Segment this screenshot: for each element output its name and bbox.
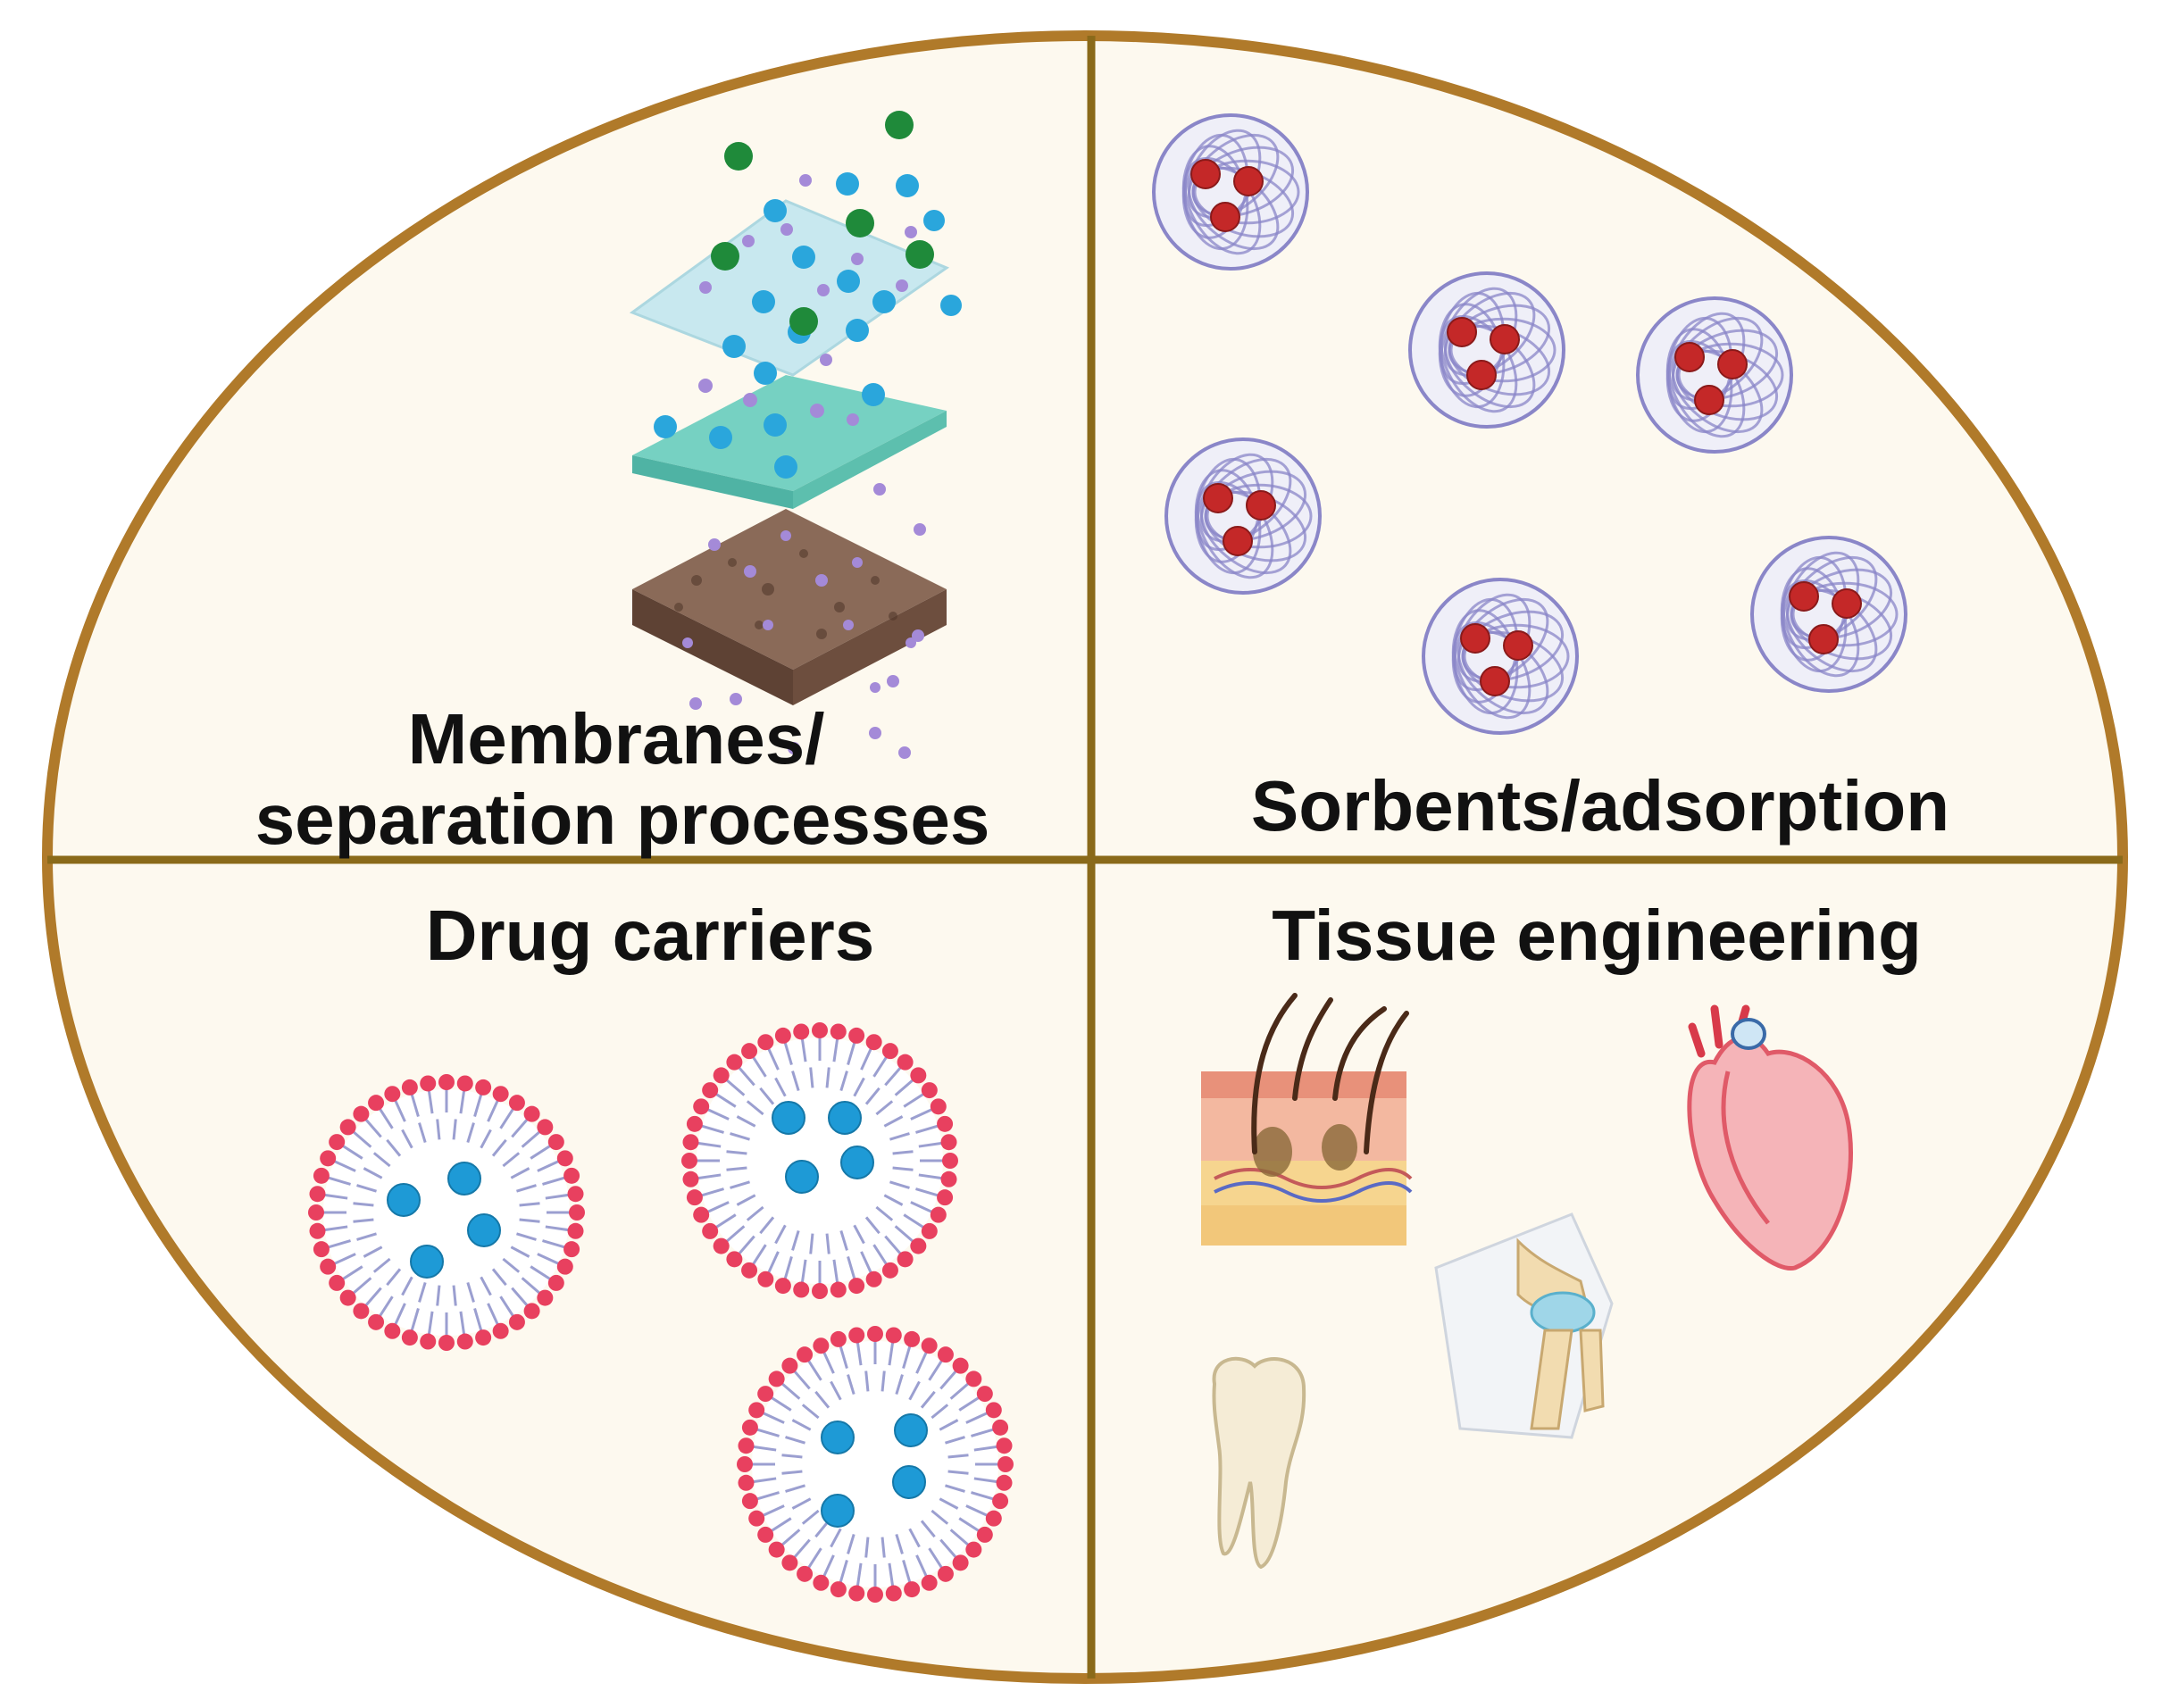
polymer-sorbent-icon (1750, 536, 1907, 693)
blue-particles-top (722, 172, 962, 385)
polymer-sorbent-icon (1408, 271, 1565, 429)
purple-particles-top (699, 174, 917, 366)
liposome-icon (681, 1022, 958, 1299)
sorbent-particles (1152, 113, 1907, 735)
liposome-group (308, 1022, 1014, 1603)
sorbents-label: Sorbents/adsorption (1251, 766, 1949, 846)
porous-base-layer (632, 509, 947, 705)
membranes-label-line2: separation processes (255, 779, 990, 859)
purple-particles-middle (689, 379, 926, 759)
polymer-sorbent-icon (1636, 296, 1793, 454)
membrane-illustration (629, 111, 962, 759)
membranes-label-line1: Membranes/ (408, 699, 825, 779)
blue-particles-middle (654, 383, 885, 479)
liposome-icon (308, 1074, 585, 1351)
knee-joint-icon (1434, 1212, 1614, 1439)
quadrant-dividers (47, 36, 2123, 1679)
heart-icon (1687, 1004, 1853, 1271)
polymer-sorbent-icon (1152, 113, 1309, 271)
drug-carriers-label: Drug carriers (426, 896, 874, 975)
skin-tissue-icon (1201, 993, 1413, 1246)
polymer-sorbent-icon (1422, 578, 1579, 735)
tissue-engineering-label: Tissue engineering (1272, 896, 1922, 975)
green-particles (711, 111, 934, 336)
liposome-icon (737, 1326, 1014, 1603)
polymer-sorbent-icon (1164, 437, 1322, 595)
tooth-icon (1212, 1356, 1306, 1570)
